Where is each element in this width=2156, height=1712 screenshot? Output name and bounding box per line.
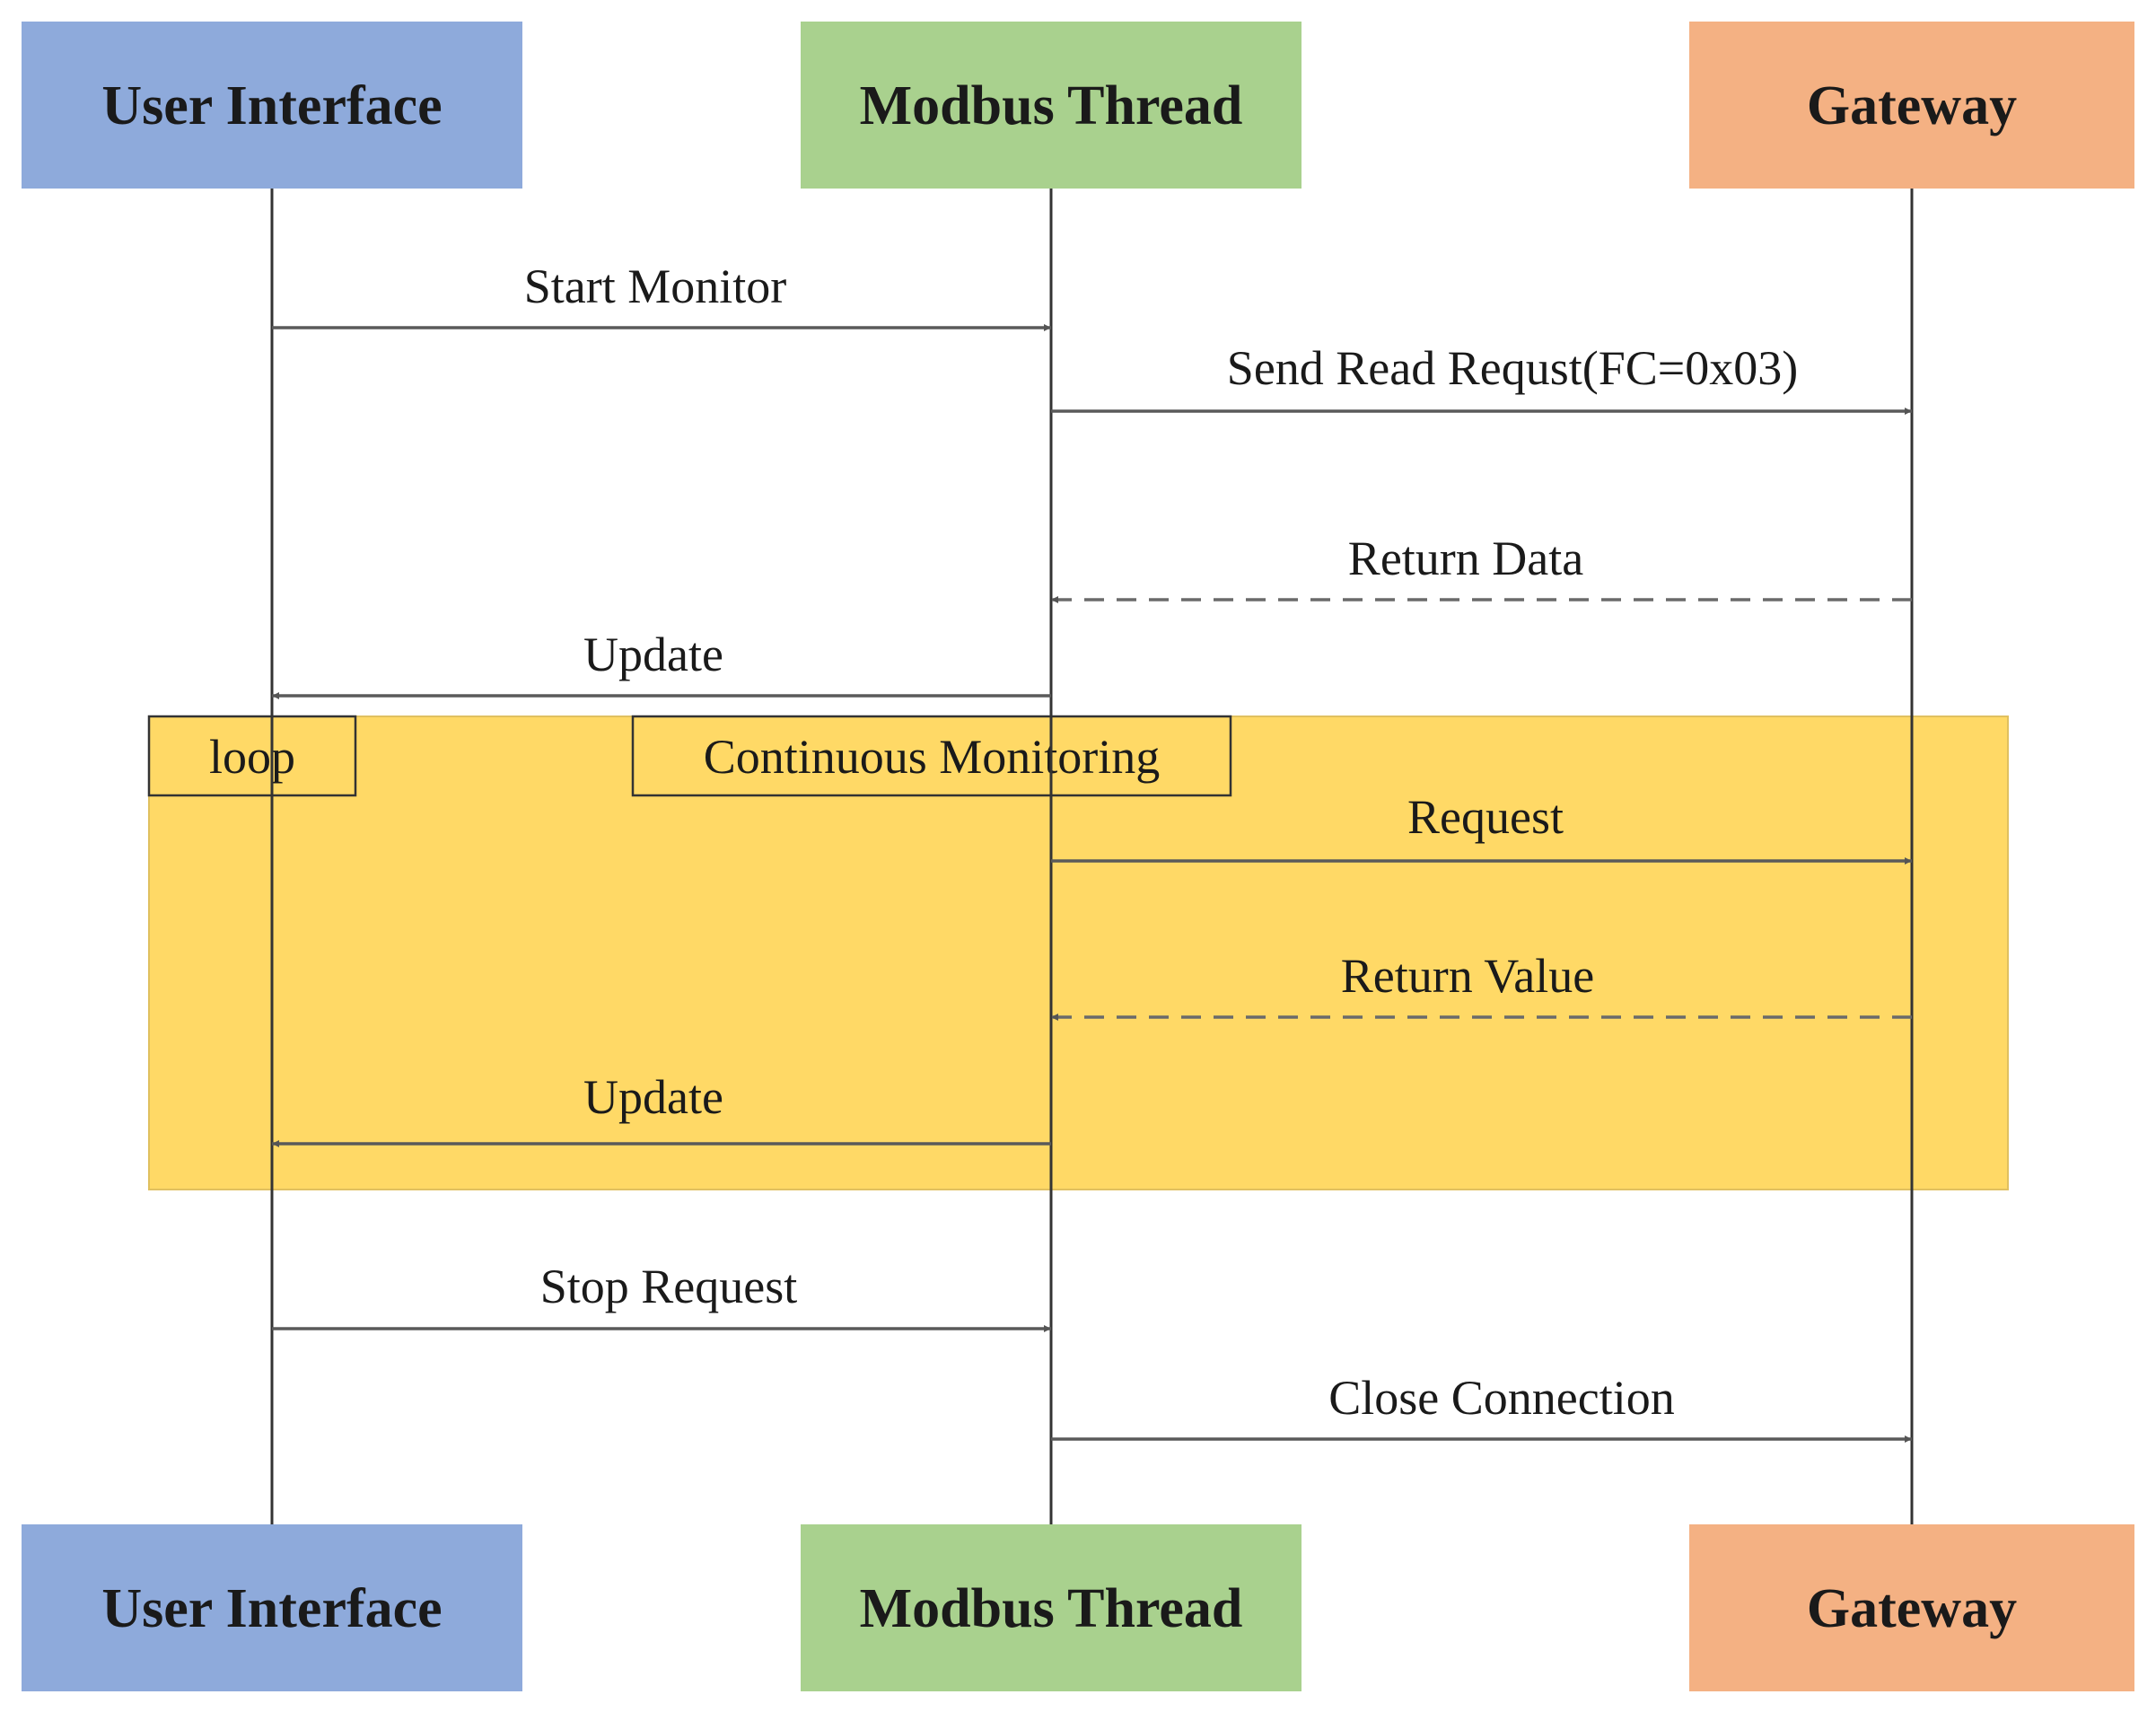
message-update-2: Update [272,1070,1051,1147]
actor-user-interface-top: User Interface [22,22,522,189]
loop-keyword-label: loop [209,730,295,784]
message-label: Close Connection [1328,1371,1674,1425]
loop-condition-label: Continuous Monitoring [704,730,1161,784]
actor-label: User Interface [101,75,442,136]
actor-box [1689,1524,2134,1691]
message-close-connection: Close Connection [1051,1371,1912,1443]
actor-box [1689,22,2134,189]
actor-box [801,22,1301,189]
actor-label: User Interface [101,1578,442,1639]
loop-keyword-box [147,715,357,797]
actor-modbus-thread-bottom: Modbus Thread [801,1524,1301,1691]
message-label: Update [583,1070,723,1124]
actor-gateway-top: Gateway [1689,22,2134,189]
message-return-data: Return Data [1051,531,1912,603]
actor-user-interface-bottom: User Interface [22,1524,522,1691]
actor-label: Gateway [1807,75,2017,136]
actor-modbus-thread-top: Modbus Thread [801,22,1301,189]
message-label: Send Read Requst(FC=0x03) [1227,341,1798,395]
actor-box [22,1524,522,1691]
message-label: Request [1407,790,1564,844]
message-label: Stop Request [540,1260,798,1313]
loop-condition-box [631,715,1232,797]
message-stop-request: Stop Request [272,1260,1051,1332]
message-return-value: Return Value [1051,949,1912,1021]
actor-gateway-bottom: Gateway [1689,1524,2134,1691]
message-request: Request [1051,790,1912,865]
actor-box [22,22,522,189]
message-update-1: Update [272,628,1051,699]
message-send-read-request: Send Read Requst(FC=0x03) [1051,341,1912,415]
loop-frame: loop Continuous Monitoring [147,715,2009,1190]
actor-label: Modbus Thread [860,75,1243,136]
message-label: Start Monitor [524,259,787,313]
message-label: Return Data [1348,531,1583,585]
actor-label: Gateway [1807,1578,2017,1639]
actor-box [801,1524,1301,1691]
actor-label: Modbus Thread [860,1578,1243,1639]
message-label: Update [583,628,723,681]
message-label: Return Value [1341,949,1594,1003]
message-start-monitor: Start Monitor [272,259,1051,331]
